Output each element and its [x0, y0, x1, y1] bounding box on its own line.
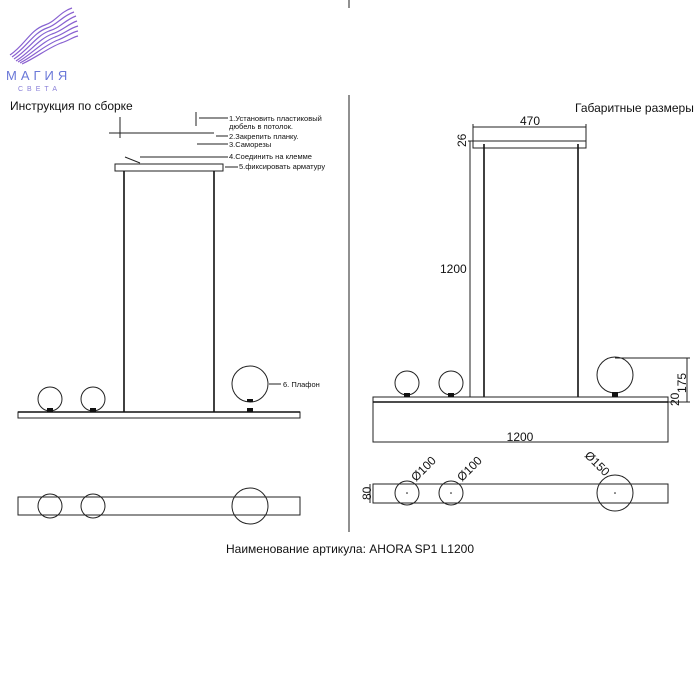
article-caption: Наименование артикула: AHORA SP1 L1200	[226, 542, 474, 556]
assembly-diagram	[17, 112, 301, 525]
dimensions-diagram	[369, 124, 690, 512]
dim-bar-height: 20	[668, 392, 682, 406]
step-6: 6. Плафон	[283, 380, 320, 389]
dim-diameter-3: Ø150	[582, 448, 613, 479]
dim-canopy-height: 26	[455, 133, 469, 147]
step-1-cont: дюбель в потолок.	[229, 122, 293, 131]
dim-suspension: 1200	[440, 262, 467, 276]
logo-waves-icon	[9, 7, 79, 65]
dim-length: 1200	[507, 430, 534, 444]
step-4: 4.Соединить на клемме	[229, 152, 312, 161]
step-2: 2.Закрепить планку.	[229, 132, 298, 141]
step-1: 1.Установить пластиковый	[229, 114, 322, 123]
assembly-title: Инструкция по сборке	[10, 99, 133, 113]
logo-subtitle: СВЕТА	[18, 86, 61, 93]
dim-canopy-width: 470	[520, 114, 540, 128]
step-5: 5.фиксировать арматуру	[239, 162, 325, 171]
dim-globe-height: 175	[675, 373, 689, 393]
dim-bar-width: 80	[360, 486, 374, 500]
dim-diameter-1: Ø100	[408, 453, 439, 484]
dim-diameter-2: Ø100	[454, 453, 485, 484]
logo-name: МАГИЯ	[6, 68, 71, 83]
step-3: 3.Саморезы	[229, 140, 271, 149]
dimensions-title: Габаритные размеры	[575, 101, 694, 115]
